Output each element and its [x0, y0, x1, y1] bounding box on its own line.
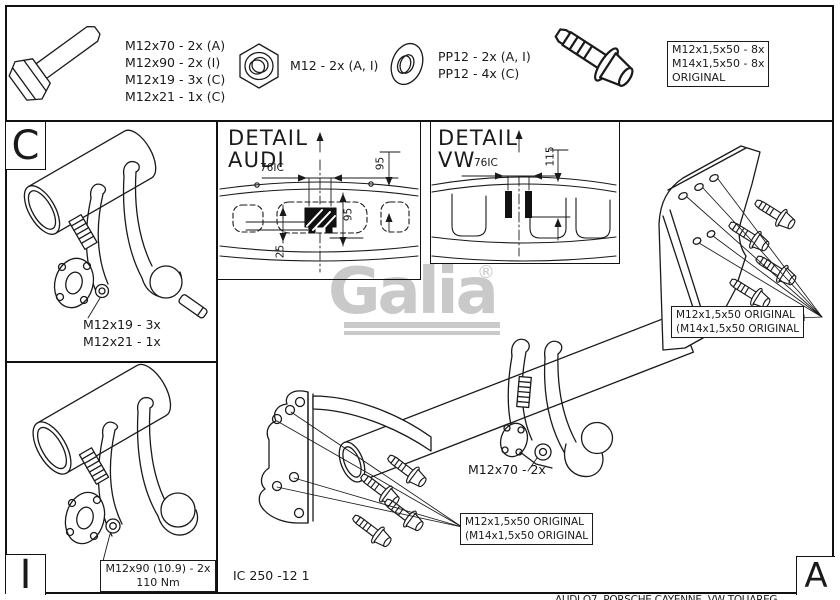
audi-height-dim-center: 95 — [342, 207, 355, 222]
galia-underline-bar — [344, 322, 500, 328]
section-c-drawing — [23, 129, 208, 319]
detail-vw-drawing — [431, 130, 617, 262]
vw-span-dim: 76IC — [474, 157, 498, 169]
doc-number: IC 250 -12 1 — [233, 568, 310, 583]
section-c-callout: M12x19 - 3x M12x21 - 1x — [83, 316, 161, 350]
washer-label: PP12 - 4x (C) — [438, 66, 520, 81]
section-c-letter: C — [11, 122, 40, 169]
sheet-border — [5, 5, 834, 594]
detail-vw-title-line1: DETAIL — [438, 126, 519, 150]
ball-bolt-callout: M12x70 - 2x — [468, 462, 546, 477]
leader-lines — [276, 178, 823, 531]
hex-nut-drawing — [239, 43, 279, 89]
section-i-callout-line: 110 Nm — [136, 576, 180, 589]
audi-height-dim-right: 95 — [374, 156, 387, 171]
galia-underline-bar — [344, 331, 500, 335]
section-c-letter-box: C — [6, 122, 46, 170]
section-c-i-divider — [6, 361, 218, 363]
section-i-letter-box: I — [6, 552, 46, 598]
hex-bolt-label: M12x70 - 2x (A) — [125, 38, 226, 53]
galia-logo: Galia — [328, 255, 499, 329]
flange-bolt-label: M14x1,5x50 - 8x — [672, 57, 765, 70]
detail-vw-box — [430, 120, 620, 264]
vw-height-dim: 115 — [544, 146, 557, 167]
section-i-drawing — [32, 363, 199, 562]
section-i-letter: I — [19, 552, 32, 598]
section-i-callout-line: M12x90 (10.9) - 2x — [105, 562, 211, 575]
audi-offset-dim: 25 — [274, 244, 287, 259]
washer-label: PP12 - 2x (A, I) — [438, 49, 531, 64]
washer-drawing — [390, 42, 424, 86]
upper-original-line: (M14x1,5x50 ORIGINAL — [676, 323, 800, 335]
detail-audi-drawing — [219, 132, 419, 273]
flange-bolt-label: M12x1,5x50 - 8x — [672, 43, 765, 56]
hex-bolt-drawing — [8, 25, 101, 101]
upper-original-line: M12x1,5x50 ORIGINAL — [676, 309, 796, 321]
hex-bolt-labels: M12x70 - 2x (A) M12x90 - 2x (I) M12x19 -… — [125, 37, 225, 105]
revision-letter: A — [804, 556, 828, 596]
lower-original-line: M12x1,5x50 ORIGINAL — [465, 516, 585, 528]
title-block: AUDI Q7, PORSCHE CAYENNE, VW TOUAREG Kód… — [555, 558, 778, 600]
audi-span-dim: 76IC — [260, 162, 284, 174]
section-c-callout-line: M12x21 - 1x — [83, 334, 161, 349]
upper-original-callout-box: M12x1,5x50 ORIGINAL (M14x1,5x50 ORIGINAL — [671, 306, 805, 338]
vehicle-list: AUDI Q7, PORSCHE CAYENNE, VW TOUAREG — [555, 594, 778, 600]
detail-audi-box — [216, 120, 421, 280]
left-column-divider — [216, 120, 218, 594]
detail-audi-title: DETAIL AUDI — [228, 127, 308, 171]
flange-bolt-label-box: M12x1,5x50 - 8x M14x1,5x50 - 8x ORIGINAL — [667, 41, 770, 87]
revision-letter-box: A — [796, 556, 835, 596]
detail-audi-title-line2: AUDI — [228, 148, 285, 172]
hex-bolt-label: M12x90 - 2x (I) — [125, 55, 221, 70]
nut-label: M12 - 2x (A, I) — [290, 58, 379, 73]
main-assembly-drawing — [258, 145, 823, 552]
lower-original-line: (M14x1,5x50 ORIGINAL — [465, 530, 589, 542]
section-i-callout-box: M12x90 (10.9) - 2x 110 Nm — [100, 560, 216, 592]
hex-bolt-label: M12x21 - 1x (C) — [125, 89, 226, 104]
lower-original-callout-box: M12x1,5x50 ORIGINAL (M14x1,5x50 ORIGINAL — [460, 513, 594, 545]
registered-trademark-icon: ® — [477, 262, 495, 283]
detail-vw-title: DETAIL VW — [438, 127, 518, 171]
washer-labels: PP12 - 2x (A, I) PP12 - 4x (C) — [438, 48, 531, 82]
flange-bolt-label: ORIGINAL — [672, 71, 726, 84]
section-c-callout-line: M12x19 - 3x — [83, 317, 161, 332]
hex-bolt-label: M12x19 - 3x (C) — [125, 72, 226, 87]
detail-vw-title-line2: VW — [438, 148, 476, 172]
detail-audi-title-line1: DETAIL — [228, 126, 309, 150]
